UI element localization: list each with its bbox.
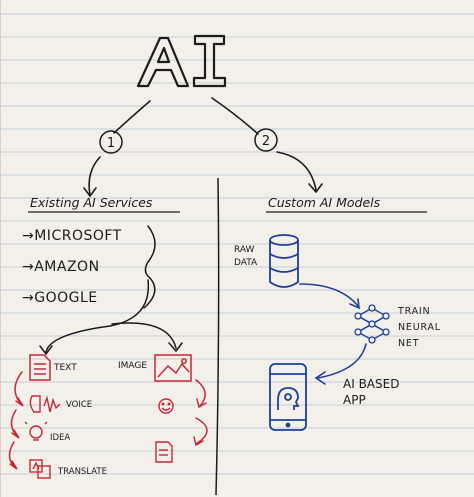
label-app: APP — [343, 393, 366, 407]
voice-icon — [29, 395, 61, 413]
image-icon — [154, 354, 192, 382]
label-voice: VOICE — [66, 400, 92, 410]
label-train: TRAIN — [397, 306, 430, 317]
lightbulb-icon — [24, 421, 48, 441]
text-doc-icon — [29, 354, 51, 381]
provider-google: →GOOGLE — [22, 290, 98, 306]
branch-2-marker: 2 — [254, 128, 278, 152]
provider-brace — [39, 225, 183, 356]
database-icon — [269, 234, 299, 288]
label-raw: RAW — [234, 245, 255, 255]
ruled-lines — [0, 13, 474, 475]
center-divider — [215, 177, 220, 496]
label-ai-based: AI BASED — [343, 377, 399, 391]
heading-existing-ai-services: Existing AI Services — [30, 195, 153, 210]
label-translate: TRANSLATE — [57, 467, 107, 477]
smiley-icon — [158, 398, 174, 414]
heading-custom-ai-models: Custom AI Models — [268, 195, 381, 210]
provider-microsoft: →MICROSOFT — [22, 228, 122, 244]
provider-amazon: →AMAZON — [22, 259, 100, 275]
label-image: IMAGE — [118, 361, 147, 371]
label-neural: NEURAL — [398, 322, 441, 333]
branch-2-number: 2 — [262, 134, 270, 149]
label-net: NET — [398, 338, 419, 349]
label-idea: IDEA — [50, 433, 70, 443]
blue-flow-arrows — [299, 283, 367, 385]
label-text: TEXT — [53, 363, 77, 373]
phone-app-icon — [269, 363, 307, 431]
label-data: DATA — [234, 258, 258, 268]
branch-1-number: 1 — [107, 136, 115, 151]
red-flow-arrows — [8, 371, 208, 470]
document-icon — [155, 441, 173, 463]
branch-connectors — [83, 97, 323, 198]
title-ai — [136, 34, 227, 88]
translate-icon — [29, 459, 51, 479]
neural-net-icon — [354, 304, 390, 344]
branch-1-marker: 1 — [99, 130, 123, 154]
